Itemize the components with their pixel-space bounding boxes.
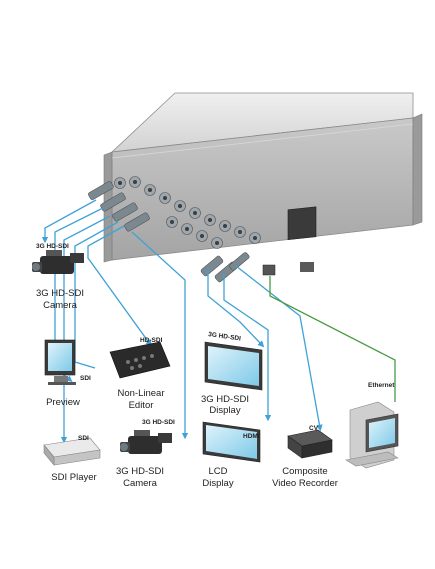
caption-recorder-2: Video Recorder	[272, 478, 338, 489]
recorder-device	[287, 429, 333, 459]
caption-lcd-1: LCD	[208, 466, 227, 477]
caption-camera-bottom-1: 3G HD-SDI	[116, 466, 164, 477]
signal-label-display-3g: 3G HD-SDI	[208, 331, 242, 343]
caption-camera-left-1: 3G HD-SDI	[36, 288, 84, 299]
caption-camera-left-2: Camera	[43, 300, 78, 311]
caption-lcd-2: Display	[202, 478, 233, 489]
pc-device	[345, 401, 399, 469]
caption-sdi-player: SDI Player	[51, 472, 96, 483]
cable-editor	[87, 225, 152, 347]
sdi-player-device	[43, 437, 101, 466]
lcd-display-device	[202, 421, 261, 463]
cable-recorder	[235, 265, 323, 432]
signal-label-pc: Ethernet	[368, 382, 395, 389]
signal-label-camera-bottom: 3G HD-SDI	[142, 419, 175, 426]
cable-aux	[74, 221, 119, 369]
camera-left-device	[32, 250, 84, 274]
preview-monitor-device	[44, 339, 76, 385]
caption-camera-bottom-2: Camera	[123, 478, 158, 489]
signal-label-sdi-player: SDI	[78, 435, 89, 442]
caption-editor-2: Editor	[129, 400, 154, 411]
caption-recorder-1: Composite	[282, 466, 327, 477]
bnc-connectors	[88, 176, 261, 283]
cable-3g-display	[207, 268, 265, 348]
signal-label-preview: SDI	[80, 375, 91, 382]
signal-label-recorder: CV	[309, 425, 319, 432]
signal-label-camera-left: 3G HD-SDI	[36, 243, 69, 250]
caption-editor-1: Non-Linear	[118, 388, 165, 399]
signal-label-editor: HD-SDI	[140, 337, 163, 344]
caption-display-3g-1: 3G HD-SDI	[201, 394, 249, 405]
cable-camera-bottom	[131, 231, 189, 440]
caption-preview: Preview	[46, 397, 80, 408]
camera-bottom-device	[120, 430, 172, 454]
cable-camera-left	[41, 199, 97, 244]
display-3g-device	[204, 341, 263, 391]
cable-lcd	[223, 274, 272, 422]
caption-display-3g-2: Display	[209, 405, 240, 416]
signal-label-lcd: HDMI	[243, 433, 260, 440]
editor-device	[109, 341, 171, 379]
matrix-switcher-unit	[103, 92, 423, 276]
ethernet-cable	[269, 276, 396, 402]
